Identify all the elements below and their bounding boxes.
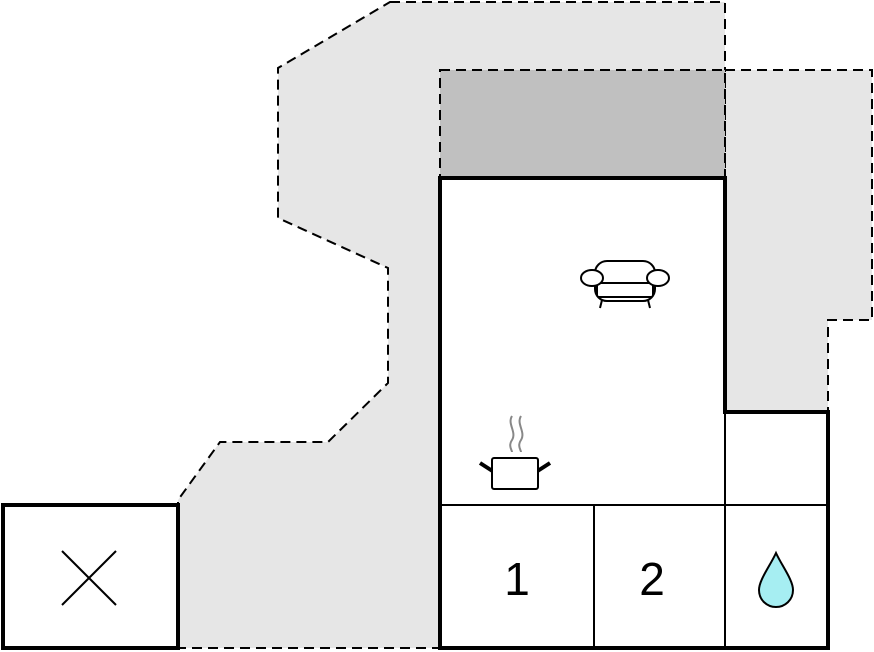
water-drop-icon	[757, 550, 795, 609]
cooking-pot-icon	[478, 415, 552, 490]
room-label-2: 2	[639, 553, 665, 605]
house-outline	[438, 176, 830, 650]
room-label-1: 1	[504, 553, 530, 605]
close-icon	[61, 550, 117, 606]
outdoor-area-right	[724, 69, 873, 413]
sofa-icon	[580, 260, 670, 309]
covered-terrace	[439, 69, 726, 179]
